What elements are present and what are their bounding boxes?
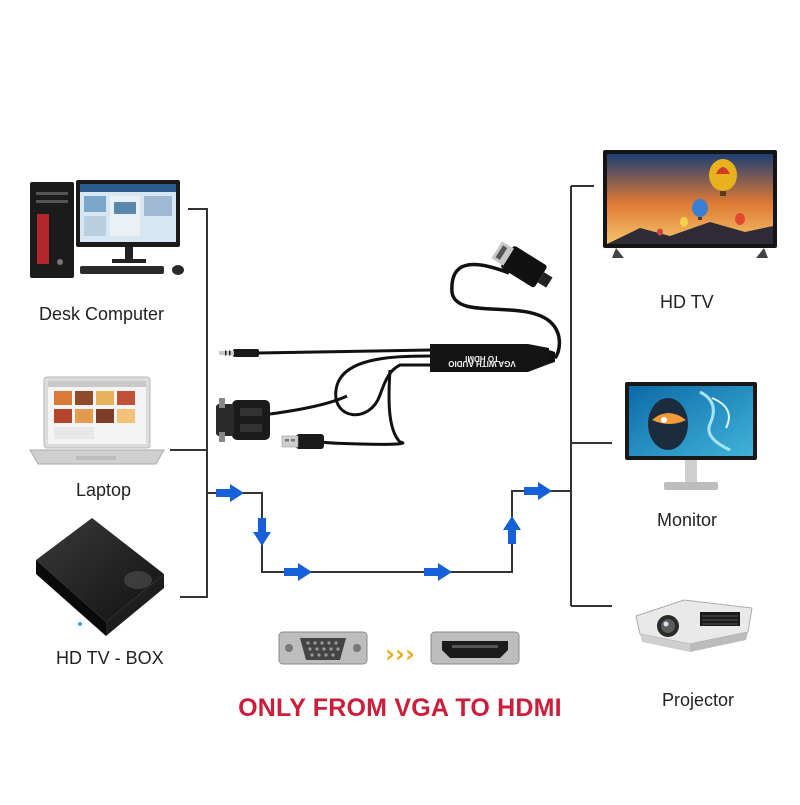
signal-arrow-down — [253, 518, 271, 546]
vga-hdmi-adapter-cable: VGA WITH AUDIO TO HDMI — [216, 241, 562, 449]
vga-port-icon — [278, 631, 368, 665]
headline: ONLY FROM VGA TO HDMI — [238, 694, 562, 722]
conversion-arrows-icon: ››› — [385, 640, 415, 668]
desk-computer-image — [30, 180, 184, 278]
monitor-image — [625, 382, 757, 490]
desk-computer-label: Desk Computer — [39, 304, 165, 324]
projector-image — [635, 599, 753, 652]
usb-plug — [281, 434, 324, 449]
laptop-label: Laptop — [76, 480, 132, 500]
signal-arrow-right — [424, 563, 452, 581]
adapter-print-line1: VGA WITH AUDIO — [448, 359, 515, 368]
signal-arrow-up — [503, 516, 521, 544]
hdmi-port-icon — [430, 631, 520, 665]
projector-label: Projector — [662, 690, 735, 710]
signal-arrow-right — [524, 482, 552, 500]
hd-tv-label: HD TV — [660, 292, 714, 312]
hdmi-plug — [491, 241, 553, 288]
vga-plug — [216, 398, 270, 442]
audio-jack — [219, 349, 259, 357]
laptop-image — [29, 376, 165, 465]
adapter-print-line2: TO HDMI — [465, 354, 499, 363]
hd-tv-image — [603, 150, 777, 258]
monitor-label: Monitor — [657, 510, 718, 530]
signal-arrow-right — [284, 563, 312, 581]
tv-box-image — [36, 518, 164, 636]
source-bracket — [170, 208, 208, 598]
signal-arrow-right — [216, 484, 244, 502]
display-bracket — [570, 185, 612, 607]
signal-path — [207, 482, 571, 581]
tv-box-label: HD TV - BOX — [56, 648, 164, 668]
